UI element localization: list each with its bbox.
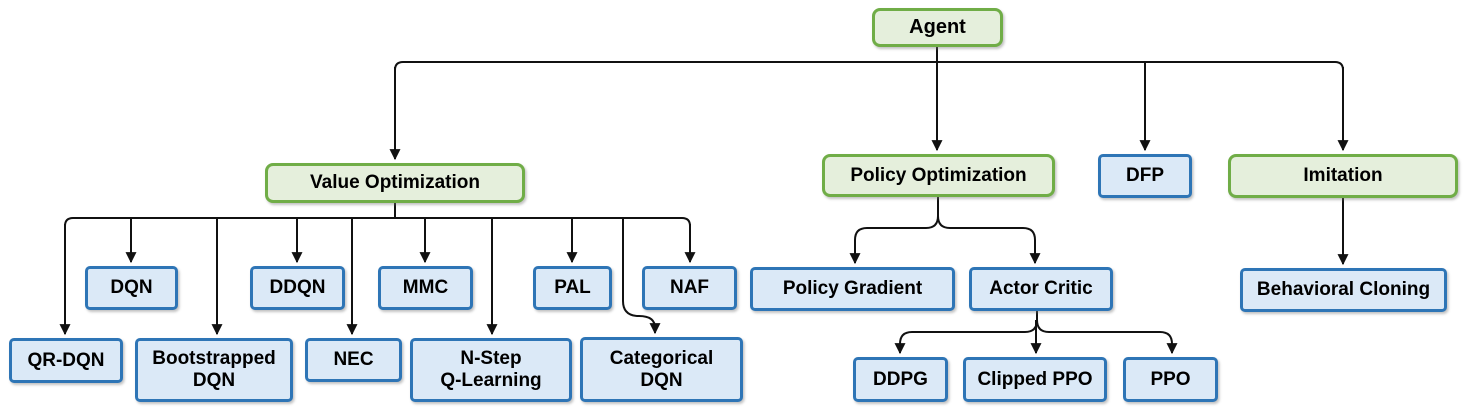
node-policy-optimization: Policy Optimization (822, 154, 1055, 197)
node-naf: NAF (642, 266, 737, 310)
node-mmc: MMC (378, 266, 473, 310)
node-nec: NEC (305, 338, 402, 382)
node-actor-critic: Actor Critic (969, 267, 1113, 311)
node-value-optimization: Value Optimization (265, 163, 525, 203)
node-ddpg: DDPG (853, 357, 948, 402)
node-behavioral-cloning: Behavioral Cloning (1240, 268, 1447, 312)
node-imitation: Imitation (1228, 154, 1458, 198)
node-ppo: PPO (1123, 357, 1218, 402)
node-ddqn: DDQN (250, 266, 345, 310)
node-clipped-ppo: Clipped PPO (963, 357, 1107, 402)
node-policy-gradient: Policy Gradient (750, 267, 955, 311)
node-categorical-dqn: Categorical DQN (580, 337, 743, 402)
node-bootstrapped-dqn: Bootstrapped DQN (135, 338, 293, 402)
node-agent: Agent (872, 8, 1003, 47)
node-n-step-q-learning: N-Step Q-Learning (410, 338, 572, 402)
node-dqn: DQN (85, 266, 178, 310)
node-pal: PAL (533, 266, 612, 310)
node-qr-dqn: QR-DQN (9, 338, 123, 383)
node-dfp: DFP (1098, 154, 1192, 198)
